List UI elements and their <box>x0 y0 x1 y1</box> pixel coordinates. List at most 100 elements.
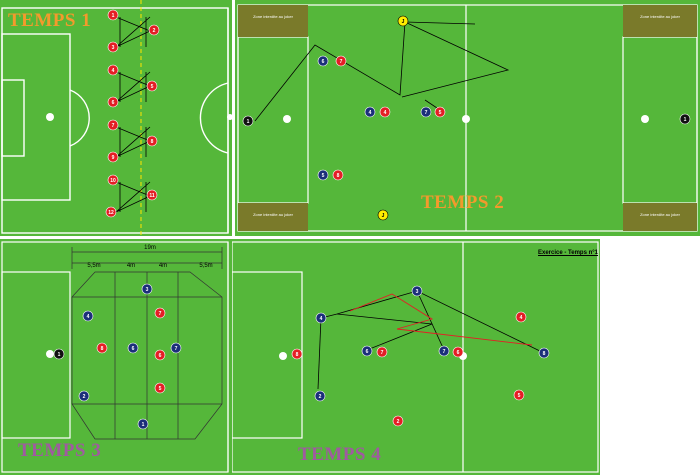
player-red <box>332 169 344 181</box>
player-number: 1 <box>247 119 250 125</box>
player-red <box>107 119 119 131</box>
player-number: 4 <box>87 314 90 320</box>
player-red <box>379 106 391 118</box>
exercise-subtitle: Exercice - Temps n°1 <box>538 250 598 256</box>
player-number: 2 <box>153 28 156 34</box>
player-red <box>107 9 119 21</box>
player-number: 1 <box>58 352 61 358</box>
player-number: J <box>382 213 385 219</box>
marker <box>227 114 232 120</box>
dimension-label: 5,5m <box>87 263 100 269</box>
goalkeeper <box>679 113 691 125</box>
player-number: 7 <box>425 110 428 116</box>
panel-temps-2: 7 4 5 8 6 4 7 5 J J 1 1 Zone interdite a… <box>235 0 700 236</box>
pitch-temps-3: 19m 5,5m 4m 4m 5,5m 7 8 6 5 3 4 <box>1 241 229 473</box>
player-red <box>392 415 404 427</box>
player-red <box>107 151 119 163</box>
pitch-temps-2: 7 4 5 8 6 4 7 5 J J 1 1 <box>237 4 698 232</box>
player-number: J <box>402 19 405 25</box>
player-blue <box>82 310 94 322</box>
player-number: 5 <box>151 84 154 90</box>
marker <box>641 115 649 123</box>
player-number: 6 <box>112 100 115 106</box>
dimension-label: 4m <box>159 263 167 269</box>
player-blue <box>141 283 153 295</box>
player-number: 12 <box>108 210 114 216</box>
player-blue <box>317 169 329 181</box>
player-blue <box>314 390 326 402</box>
forbidden-zone: Zone interdite au joker <box>238 203 308 231</box>
player-number: 7 <box>175 346 178 352</box>
player-red <box>107 174 119 186</box>
player-number: 4 <box>384 110 387 116</box>
pitch-temps-4: 8 7 6 4 5 2 3 4 6 7 8 2 <box>232 241 599 473</box>
player-red <box>105 206 117 218</box>
player-number: 8 <box>151 139 154 145</box>
marker <box>462 115 470 123</box>
player-number: 7 <box>159 311 162 317</box>
panel-temps-3: 19m 5,5m 4m 4m 5,5m 7 8 6 5 3 4 <box>0 239 232 475</box>
player-red <box>96 342 108 354</box>
player-number: 3 <box>416 289 419 295</box>
player-blue <box>137 418 149 430</box>
player-red <box>107 41 119 53</box>
player-red <box>148 24 160 36</box>
player-number: 1 <box>684 117 687 123</box>
marker <box>283 115 291 123</box>
player-number: 7 <box>443 349 446 355</box>
title-temps-1: TEMPS 1 <box>8 10 92 31</box>
player-red <box>515 311 527 323</box>
player-blue <box>317 55 329 67</box>
player-number: 6 <box>322 59 325 65</box>
marker <box>279 352 287 360</box>
player-blue <box>364 106 376 118</box>
player-red <box>107 96 119 108</box>
forbidden-zone: Zone interdite au joker <box>238 5 308 37</box>
player-number: 3 <box>112 45 115 51</box>
player-red <box>513 389 525 401</box>
player-red <box>146 135 158 147</box>
title-temps-3: TEMPS 3 <box>18 440 102 461</box>
player-blue <box>538 347 550 359</box>
player-blue <box>411 285 423 297</box>
player-blue <box>361 345 373 357</box>
player-number: 2 <box>397 419 400 425</box>
marker <box>46 350 54 358</box>
player-number: 11 <box>149 193 155 199</box>
player-number: 5 <box>159 386 162 392</box>
player-red <box>146 189 158 201</box>
forbidden-zone: Zone interdite au joker <box>623 5 697 37</box>
player-number: 4 <box>320 316 323 322</box>
player-number: 6 <box>132 346 135 352</box>
player-number: 5 <box>439 110 442 116</box>
player-blue <box>438 345 450 357</box>
player-number: 4 <box>369 110 372 116</box>
player-number: 5 <box>518 393 521 399</box>
dimension-label: 19m <box>144 245 156 251</box>
player-number: 6 <box>366 349 369 355</box>
pitch-temps-1: 1 2 3 4 5 6 7 8 9 10 11 12 <box>1 0 232 236</box>
player-number: 8 <box>337 173 340 179</box>
player-number: 5 <box>322 173 325 179</box>
player-red <box>107 64 119 76</box>
player-joker <box>377 209 389 221</box>
player-number: 8 <box>101 346 104 352</box>
dimension-label: 4m <box>127 263 135 269</box>
player-number: 7 <box>340 59 343 65</box>
marker <box>46 113 54 121</box>
player-number: 9 <box>112 155 115 161</box>
dimension-label: 5,5m <box>199 263 212 269</box>
player-number: 2 <box>319 394 322 400</box>
player-red <box>376 346 388 358</box>
goalkeeper <box>242 115 254 127</box>
player-number: 6 <box>457 350 460 356</box>
panel-temps-4: 8 7 6 4 5 2 3 4 6 7 8 2 Exercice - Temps… <box>232 239 600 475</box>
panel-temps-1: 1 2 3 4 5 6 7 8 9 10 11 12 TEMPS 1 <box>0 0 232 236</box>
player-red <box>291 348 303 360</box>
player-number: 8 <box>296 352 299 358</box>
player-number: 4 <box>520 315 523 321</box>
player-red <box>154 349 166 361</box>
player-number: 2 <box>83 394 86 400</box>
player-number: 4 <box>112 68 115 74</box>
player-number: 1 <box>142 422 145 428</box>
